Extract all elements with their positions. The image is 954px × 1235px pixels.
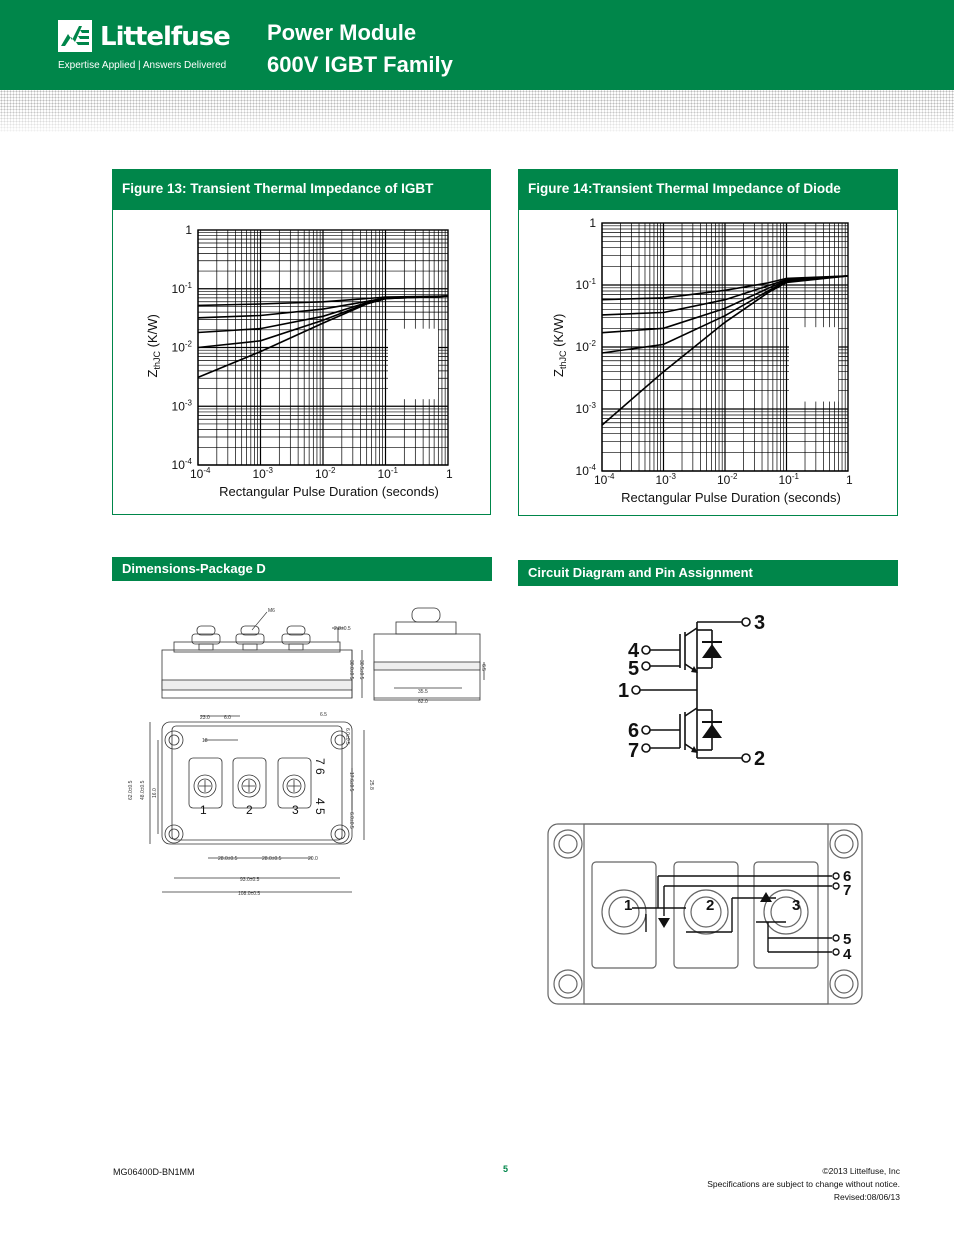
y-tick-label: 1 [589,216,596,230]
x-tick-label: 10-3 [656,472,677,487]
dim-305: 30.5±0.5 [358,660,364,680]
y-tick-label: 10-1 [576,277,597,292]
series-line-1 [601,275,849,426]
pin-assignment-view: 1 2 3 6 7 5 4 [547,823,863,1005]
dim-300: 30.0±0.5 [348,660,354,680]
x-tick-label: 10-1 [779,472,800,487]
footer-part-number: MG06400D-BN1MM [113,1167,195,1177]
x-tick-label: 10-2 [315,466,336,481]
dim-480: 48.0±0.5 [140,780,146,800]
x-tick-label: 10-4 [594,472,615,487]
dim-60c: 6.0±0.5 [348,812,354,829]
y-tick-label: 10-3 [576,401,597,416]
dim-930: 93.0±0.5 [240,877,260,883]
view-pin-1: 1 [624,897,632,914]
x-tick-label: 10-4 [190,466,211,481]
brand-name: Littelfuse [100,22,231,52]
doc-title: Power Module [267,20,417,45]
footer-page-number: 5 [503,1164,509,1174]
chart-grid [197,230,448,466]
view-pin-3: 3 [792,897,800,914]
y-axis-title: ZthJC (K/W) [551,314,568,377]
x-tick-label: 1 [846,473,853,487]
dim-230: 23.0 [200,715,210,721]
dim-18: 18 [202,738,208,744]
view-pin-6: 6 [843,868,851,885]
dim-620: 62.0 [418,699,428,705]
figure-14-chart: 1 10-1 10-2 10-3 10-410-4 10-3 10-2 10-1 1Rectan… [551,216,853,505]
x-tick-label: 10-3 [253,466,274,481]
dim-176: 17.6±0.5 [348,772,354,792]
circuit-pin-2: 2 [754,748,765,770]
figure-14-title: Figure 14:Transient Thermal Impedance of… [518,169,898,209]
page-header: Littelfuse Expertise Applied | Answers D… [0,0,954,90]
series-line-4 [601,275,849,316]
x-tick-label: 1 [446,467,453,481]
dim-60b: 6.0±0.5 [344,728,350,745]
y-axis-title: ZthJC (K/W) [145,314,162,377]
terminal-label-3: 3 [292,803,299,817]
circuit-pin-6: 6 [628,720,639,742]
x-axis-title: Rectangular Pulse Duration (seconds) [621,490,841,505]
y-tick-label: 10-2 [172,340,193,355]
y-tick-label: 10-1 [172,281,193,296]
dim-1080: 108.0±0.5 [238,891,260,897]
side-pins-45: 4 5 [313,798,327,815]
dim-60a: 6.0 [224,715,231,721]
y-tick-label: 10-2 [576,339,597,354]
legend-blank-area [788,327,839,402]
littelfuse-logo-icon [58,20,92,52]
view-pin-5: 5 [843,931,851,948]
dim-200: 20.0 [308,856,318,862]
legend-blank-area [388,328,438,400]
series-line-5 [197,295,449,307]
circuit-pin-4: 4 [628,640,640,662]
footer-revised: Revised:08/06/13 [833,1192,900,1202]
view-pin-7: 7 [843,882,851,899]
figure-13-chart: 1 10-1 10-2 10-3 10-410-4 10-3 10-2 10-1 1Rectan… [145,223,453,499]
terminal-label-1: 1 [200,803,207,817]
y-tick-label: 1 [185,223,192,237]
dim-65: 6.5 [480,664,486,671]
dim-355: 35.5 [418,689,428,695]
y-tick-label: 10-3 [172,398,193,413]
dimensions-title: Dimensions-Package D [112,557,492,581]
dim-m6: M6 [268,608,275,614]
circuit-pin-5: 5 [628,658,639,680]
plot-frame [601,222,849,472]
brand-tagline: Expertise Applied | Answers Delivered [58,60,227,71]
x-tick-label: 10-1 [378,466,399,481]
dim-280a: 28.0±0.5 [218,856,238,862]
circuit-pin-3: 3 [754,612,765,634]
doc-subtitle: 600V IGBT Family [267,52,453,77]
terminal-label-2: 2 [246,803,253,817]
circuit-pin-1: 1 [618,680,629,702]
figure-13-title: Figure 13: Transient Thermal Impedance o… [112,169,491,209]
footer-copyright: ©2013 Littelfuse, Inc [822,1166,900,1176]
dim-65b: 6.5 [320,712,327,718]
dotted-band-fade [0,90,954,132]
dim-280b: 28.0±0.5 [262,856,282,862]
circuit-title: Circuit Diagram and Pin Assignment [518,560,898,586]
dim-28: 2.8±0.5 [334,626,351,632]
y-tick-label: 10-4 [172,457,193,472]
dim-620c: 62.0±0.5 [128,780,134,800]
package-dimensions-drawing: M6 2.8±0.5 30.0±0.5 30.5±0.5 35.5 62.0 6… [128,607,486,897]
footer-legal: ©2013 Littelfuse, Inc Specifications are… [707,1165,900,1204]
series-line-5 [601,275,849,301]
dim-160: 16.0 [152,788,158,798]
view-pin-2: 2 [706,897,714,914]
footer-notice: Specifications are subject to change wit… [707,1179,900,1189]
view-pin-4: 4 [843,946,852,963]
circuit-schematic: 3 4 5 1 6 7 2 [618,612,765,770]
y-tick-label: 10-4 [576,463,597,478]
dim-258: 25.8 [368,780,374,790]
x-axis-title: Rectangular Pulse Duration (seconds) [219,484,439,499]
x-tick-label: 10-2 [717,472,738,487]
side-pins-76: 7 6 [313,758,327,775]
circuit-pin-7: 7 [628,740,639,762]
